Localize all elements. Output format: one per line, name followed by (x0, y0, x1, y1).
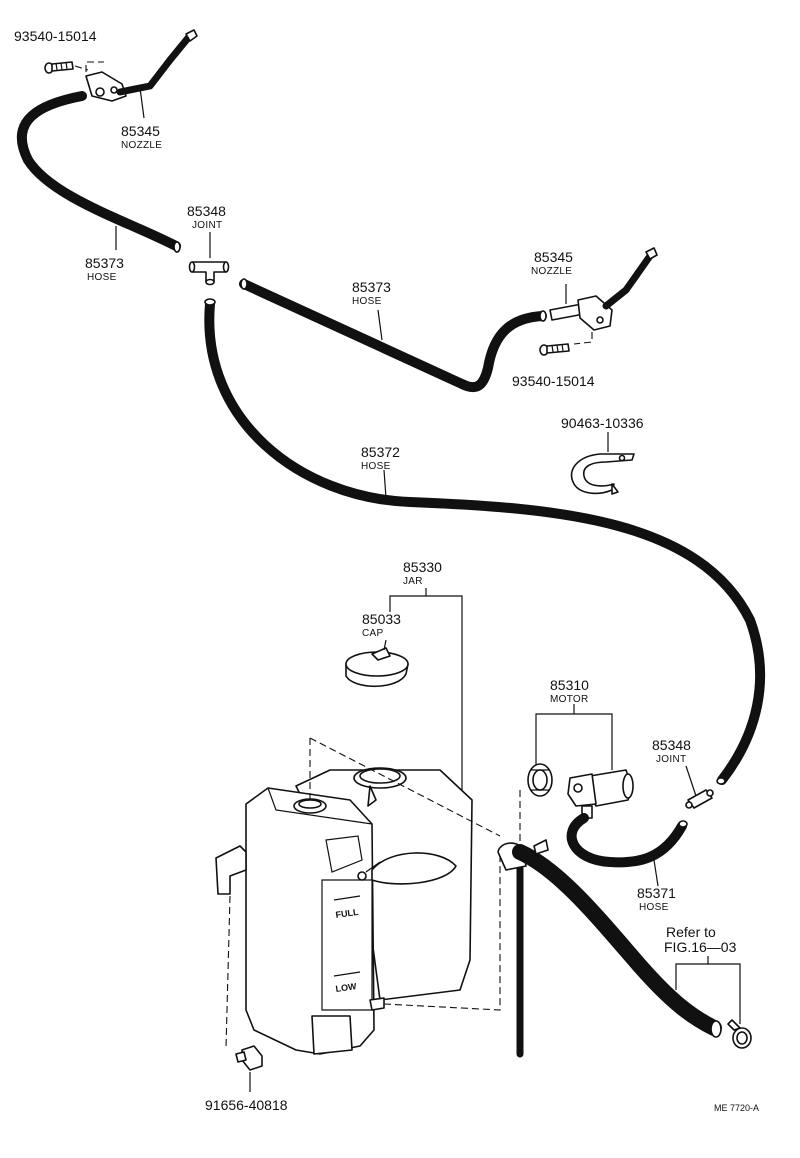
label-hose-middle-name: HOSE (352, 296, 382, 307)
label-cap-number: 85033 (362, 611, 401, 627)
motor (567, 769, 634, 819)
label-joint-top-name: JOINT (192, 220, 222, 231)
motor-bracket (535, 704, 613, 770)
washer-tank: FULL LOW (215, 767, 473, 1055)
joint-bottom (685, 765, 714, 809)
label-hose-long-number: 85372 (361, 444, 400, 460)
label-hose-middle-number: 85373 (352, 279, 391, 295)
joint-top (188, 232, 230, 286)
clamp (570, 432, 635, 495)
label-nozzle-left-name: NOZZLE (121, 140, 162, 151)
motor-grommet (527, 763, 553, 797)
nozzle-left (85, 29, 198, 119)
label-nozzle-right-number: 85345 (534, 249, 573, 265)
label-hose-bottom-number: 85371 (637, 885, 676, 901)
label-hose-left-name: HOSE (87, 272, 117, 283)
label-nozzle-right-name: NOZZLE (531, 266, 572, 277)
label-refer-line1: Refer to (666, 924, 716, 940)
label-motor-number: 85310 (550, 677, 589, 693)
label-nozzle-left-number: 85345 (121, 123, 160, 139)
label-clamp-number: 90463-10336 (561, 415, 644, 431)
hose-clip (727, 1019, 752, 1049)
label-hose-bottom-name: HOSE (639, 902, 669, 913)
hose-middle (239, 278, 547, 393)
label-joint-bottom-number: 85348 (652, 737, 691, 753)
outlet-hose (497, 839, 722, 1058)
label-bolt-top-left-number: 93540-15014 (14, 28, 97, 44)
label-bolt-bottom-number: 91656-40818 (205, 1097, 288, 1113)
tank-low-mark: LOW (335, 981, 358, 994)
label-hose-left-number: 85373 (85, 255, 124, 271)
hose-long (204, 298, 766, 785)
label-hose-long-name: HOSE (361, 461, 391, 472)
label-joint-bottom-name: JOINT (656, 754, 686, 765)
jar-bracket (389, 588, 463, 790)
refer-bracket (675, 956, 741, 1024)
cap (345, 639, 409, 687)
label-bolt-right-number: 93540-15014 (512, 373, 595, 389)
guide-lines (225, 737, 521, 1049)
nozzle-right (549, 247, 658, 345)
label-cap-name: CAP (362, 628, 383, 639)
label-jar-name: JAR (403, 576, 423, 587)
hose-left (17, 91, 181, 253)
label-motor-name: MOTOR (550, 694, 589, 705)
hose-bottom (566, 813, 688, 887)
label-jar-number: 85330 (403, 559, 442, 575)
diagram-code: ME 7720-A (714, 1103, 759, 1113)
label-refer-line2: FIG.16—03 (664, 939, 737, 955)
bolt-top-left (44, 61, 89, 74)
bolt-bottom (235, 1045, 263, 1092)
label-joint-top-number: 85348 (187, 203, 226, 219)
tank-full-mark: FULL (335, 907, 360, 920)
bolt-right (539, 343, 570, 356)
